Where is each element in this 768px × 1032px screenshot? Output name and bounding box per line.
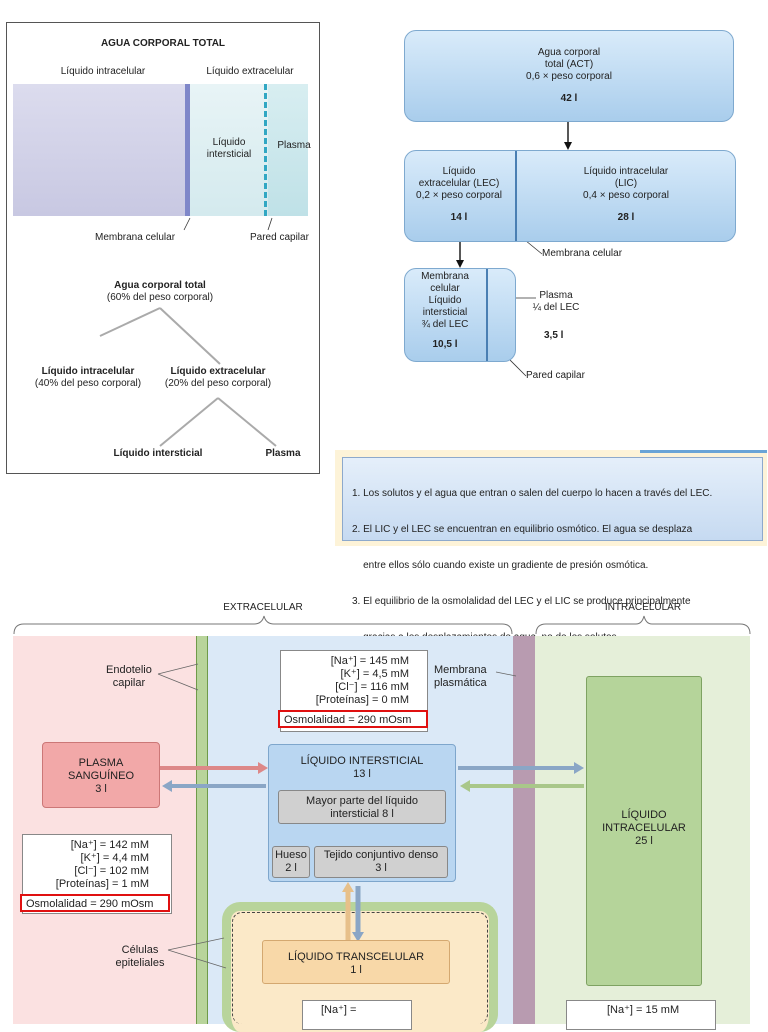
label-extracelular: EXTRACELULAR	[223, 602, 303, 613]
col-label-intra: Líquido intracelular	[60, 66, 146, 77]
interstitial-area	[190, 84, 270, 216]
notes-accent	[640, 450, 767, 453]
capillary-label: Pared capilar	[250, 232, 309, 243]
capillary-endothelium	[196, 636, 208, 1024]
capillary-divider	[486, 269, 488, 361]
col-label-extra: Líquido extracelular	[206, 66, 294, 77]
tree-interstitial: Líquido intersticial	[113, 448, 203, 459]
plasma-label: Plasma	[277, 140, 311, 151]
note-line: 3. El equilibrio de la osmolalidad del L…	[352, 596, 691, 607]
interstitial-osmolality: Osmolalidad = 290 mOsm	[278, 710, 428, 728]
tree-total: Agua corporal total(60% del peso corpora…	[106, 280, 214, 303]
transcellular-composition: [Na⁺] =	[302, 1000, 412, 1030]
box-lec-lic	[404, 150, 736, 242]
tree-plasma: Plasma	[265, 448, 301, 459]
membrane-label: Membrana celular	[95, 232, 176, 243]
plasma-membrane-band	[513, 636, 535, 1024]
membrane-divider	[515, 151, 517, 241]
box-interstitial-plasma	[404, 268, 516, 362]
tree-extra: Líquido extracelular(20% del peso corpor…	[164, 366, 272, 389]
note-line: 1. Los solutos y el agua que entran o sa…	[352, 488, 713, 499]
notes-box	[342, 457, 763, 541]
tree-intra: Líquido intracelular(40% del peso corpor…	[34, 366, 142, 389]
plasma-area	[268, 84, 308, 216]
cell-membrane-bar	[185, 84, 190, 216]
label-intracelular: INTRACELULAR	[604, 602, 682, 613]
blood-region	[13, 636, 203, 1024]
intracellular-area	[13, 84, 185, 216]
plasma-volume: 3,5 l	[544, 330, 564, 341]
plasma-osmolality: Osmolalidad = 290 mOsm	[20, 894, 170, 912]
panel1-title: AGUA CORPORAL TOTAL	[100, 38, 226, 49]
lic-text: Líquido intracelular(LIC)0,4 × peso corp…	[583, 166, 669, 223]
note-line: 2. El LIC y el LEC se encuentran en equi…	[352, 524, 693, 535]
intracellular-composition: [Na⁺] = 15 mM	[566, 1000, 716, 1030]
note-line: entre ellos sólo cuando existe un gradie…	[352, 560, 649, 571]
capillary-wall-line	[264, 84, 267, 216]
membrane-label-2: Membrana celular	[542, 248, 623, 259]
capillary-label-2: Pared capilar	[526, 370, 585, 381]
